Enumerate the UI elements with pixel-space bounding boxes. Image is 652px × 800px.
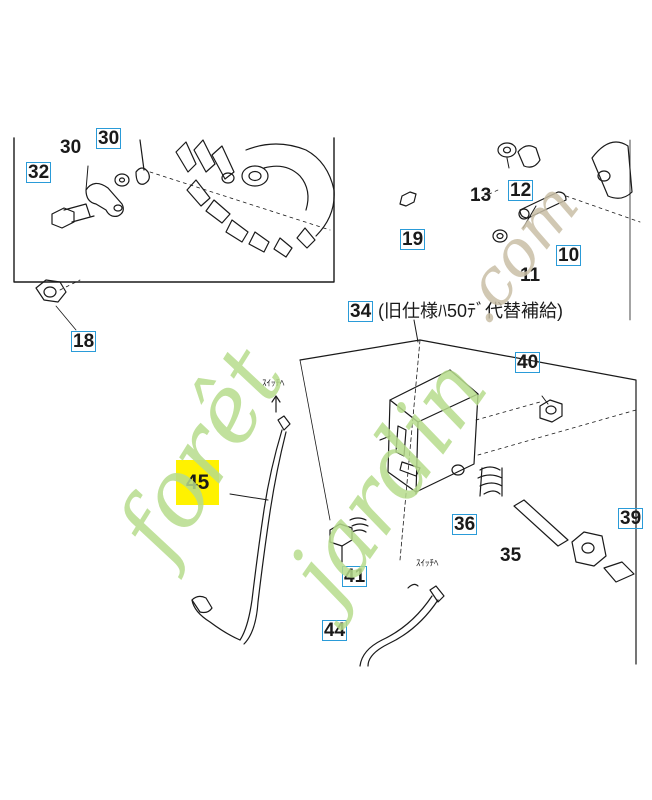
flywheel-fins bbox=[175, 139, 335, 258]
part-18-nut bbox=[35, 279, 81, 331]
part-label-44: 44 bbox=[322, 620, 348, 641]
part-label-39: 39 bbox=[618, 508, 644, 529]
part-label-13: 13 bbox=[470, 185, 492, 206]
part-label-32: 32 bbox=[26, 162, 52, 183]
part-45-wire bbox=[191, 395, 291, 645]
part-34-ignition-module bbox=[379, 369, 479, 495]
inset-frame bbox=[13, 137, 335, 283]
part-13-washer bbox=[497, 142, 517, 158]
part-label-10: 10 bbox=[556, 245, 582, 266]
part-10-tube bbox=[518, 191, 567, 220]
part-44-wire bbox=[359, 583, 445, 667]
wire-note-switch-45: ｽｲｯﾁﾍ bbox=[262, 379, 285, 389]
wire-note-switch-44: ｽｲｯﾁﾍ bbox=[416, 559, 439, 569]
part-label-40: 40 bbox=[515, 352, 541, 373]
part-label-34: 34 bbox=[348, 301, 374, 322]
part-label-30b: 30 bbox=[96, 128, 122, 149]
part-label-30: 30 bbox=[60, 137, 82, 158]
housing-edge bbox=[591, 141, 633, 199]
part-11-ring bbox=[492, 229, 508, 243]
part-label-41: 41 bbox=[342, 566, 368, 587]
part-36-spring bbox=[477, 466, 503, 497]
part-35-sleeve bbox=[513, 499, 569, 547]
part-12-shaft bbox=[517, 145, 541, 168]
part-label-12: 12 bbox=[508, 180, 534, 201]
part-30-bracket bbox=[85, 139, 150, 217]
part-label-11: 11 bbox=[520, 265, 541, 286]
part-32-bolt bbox=[51, 203, 95, 229]
part-label-35: 35 bbox=[500, 545, 522, 566]
part-41-screw bbox=[329, 517, 369, 563]
flywheel-hub bbox=[241, 165, 269, 187]
part-40-nut bbox=[539, 399, 563, 423]
part-34-note: (旧仕様ﾊ50ﾃﾞ代替補給) bbox=[378, 301, 564, 321]
part-label-45-highlighted: 45 bbox=[176, 460, 220, 505]
part-label-19: 19 bbox=[400, 229, 426, 250]
ignition-frame bbox=[299, 339, 637, 665]
part-39-boot bbox=[571, 531, 635, 583]
part-19-pin bbox=[399, 191, 417, 207]
part-label-18: 18 bbox=[71, 331, 97, 352]
part-label-36: 36 bbox=[452, 514, 478, 535]
